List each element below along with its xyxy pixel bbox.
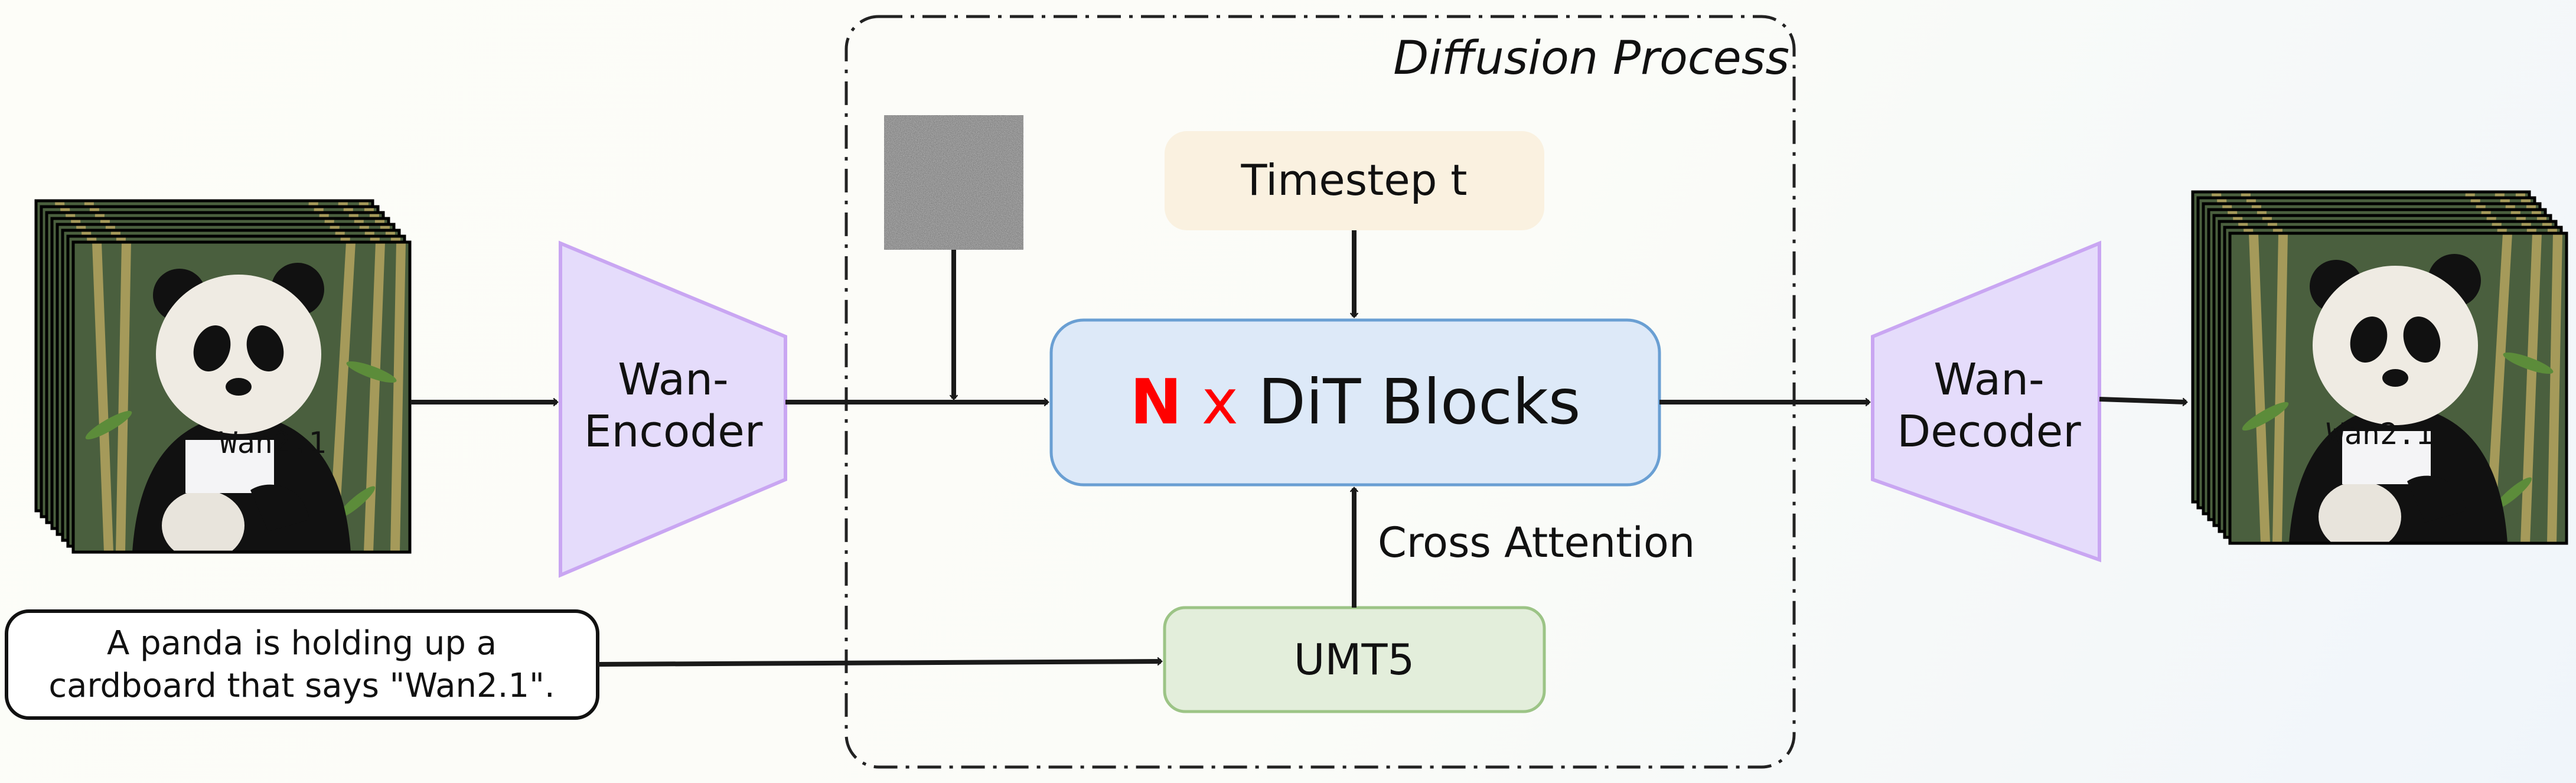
output-video-frames: Wan2.1 (2191, 190, 2568, 552)
video-frame (73, 242, 410, 561)
diffusion-process-region (844, 15, 1796, 769)
wan-encoder-block (559, 240, 787, 578)
prompt-line-1: A panda is holding up a (107, 624, 497, 663)
timestep-label: Timestep t (1240, 155, 1467, 205)
noise-texture (884, 115, 1023, 250)
arrow-decoder-to-video (2099, 397, 2188, 406)
arrow-prompt-to-umt5 (597, 657, 1163, 667)
wan-decoder-block (1871, 240, 2101, 563)
video-frame-border (71, 240, 412, 554)
umt5-label: UMT5 (1294, 635, 1415, 684)
input-video-sign-text: Wan2.1 (220, 426, 327, 460)
output-video-sign-text: Wan2.1 (2327, 417, 2434, 451)
timestep-box (1165, 131, 1544, 230)
wan-decoder-label-2: Decoder (1897, 406, 2081, 457)
dit-blocks-label: N x DiT Blocks (1130, 366, 1580, 438)
cross-attention-label: Cross Attention (1378, 518, 1695, 567)
wan-decoder-label-1: Wan- (1933, 354, 2044, 405)
video-frame-border (2228, 231, 2568, 545)
prompt-line-2: cardboard that says "Wan2.1". (48, 667, 555, 705)
wan-encoder-label-1: Wan- (618, 354, 728, 405)
prompt-box (5, 609, 599, 720)
dit-times: x (1202, 366, 1238, 438)
diffusion-process-label: Diffusion Process (1393, 32, 1789, 85)
dit-label-text: DiT Blocks (1258, 366, 1580, 438)
video-frame (2230, 233, 2567, 552)
input-video-frames: Wan2.1 (34, 199, 412, 561)
wan-encoder-label-2: Encoder (584, 406, 763, 457)
dit-n-count: N (1130, 366, 1182, 438)
